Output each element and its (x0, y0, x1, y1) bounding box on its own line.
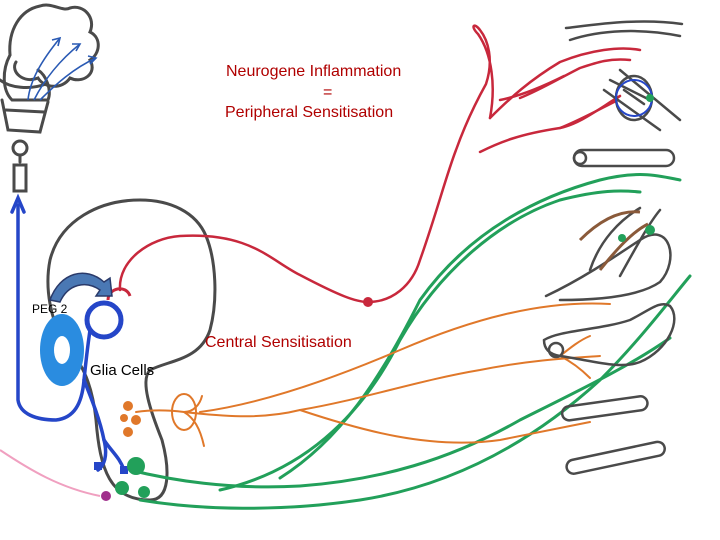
peripheral-sensitisation-label: Peripheral Sensitisation (225, 104, 394, 121)
spinal-cord-outline (46, 198, 217, 502)
orange-cell-bodies (120, 401, 141, 437)
orange-nerves (135, 302, 611, 447)
red-nerve-terminal (106, 287, 132, 301)
pink-terminals (0, 449, 111, 501)
glia-cell (40, 314, 84, 386)
glia-cells-label: Glia Cells (90, 362, 155, 379)
equals-sign: = (323, 84, 333, 101)
green-cell-bodies (115, 457, 150, 498)
brain-arrows (27, 36, 98, 101)
green-nerves (128, 173, 692, 510)
central-sensitisation-label: Central Sensitisation (205, 334, 352, 351)
receptor-sketches (542, 20, 684, 475)
brain-sketch (0, 3, 100, 193)
red-nerve (118, 24, 642, 307)
receptor-accents (578, 79, 655, 271)
peg2-label: PEG 2 (32, 302, 68, 316)
neurogenic-inflammation-label: Neurogene Inflammation (226, 63, 402, 80)
peg2-arrow (49, 272, 113, 303)
blue-terminals (94, 462, 128, 474)
